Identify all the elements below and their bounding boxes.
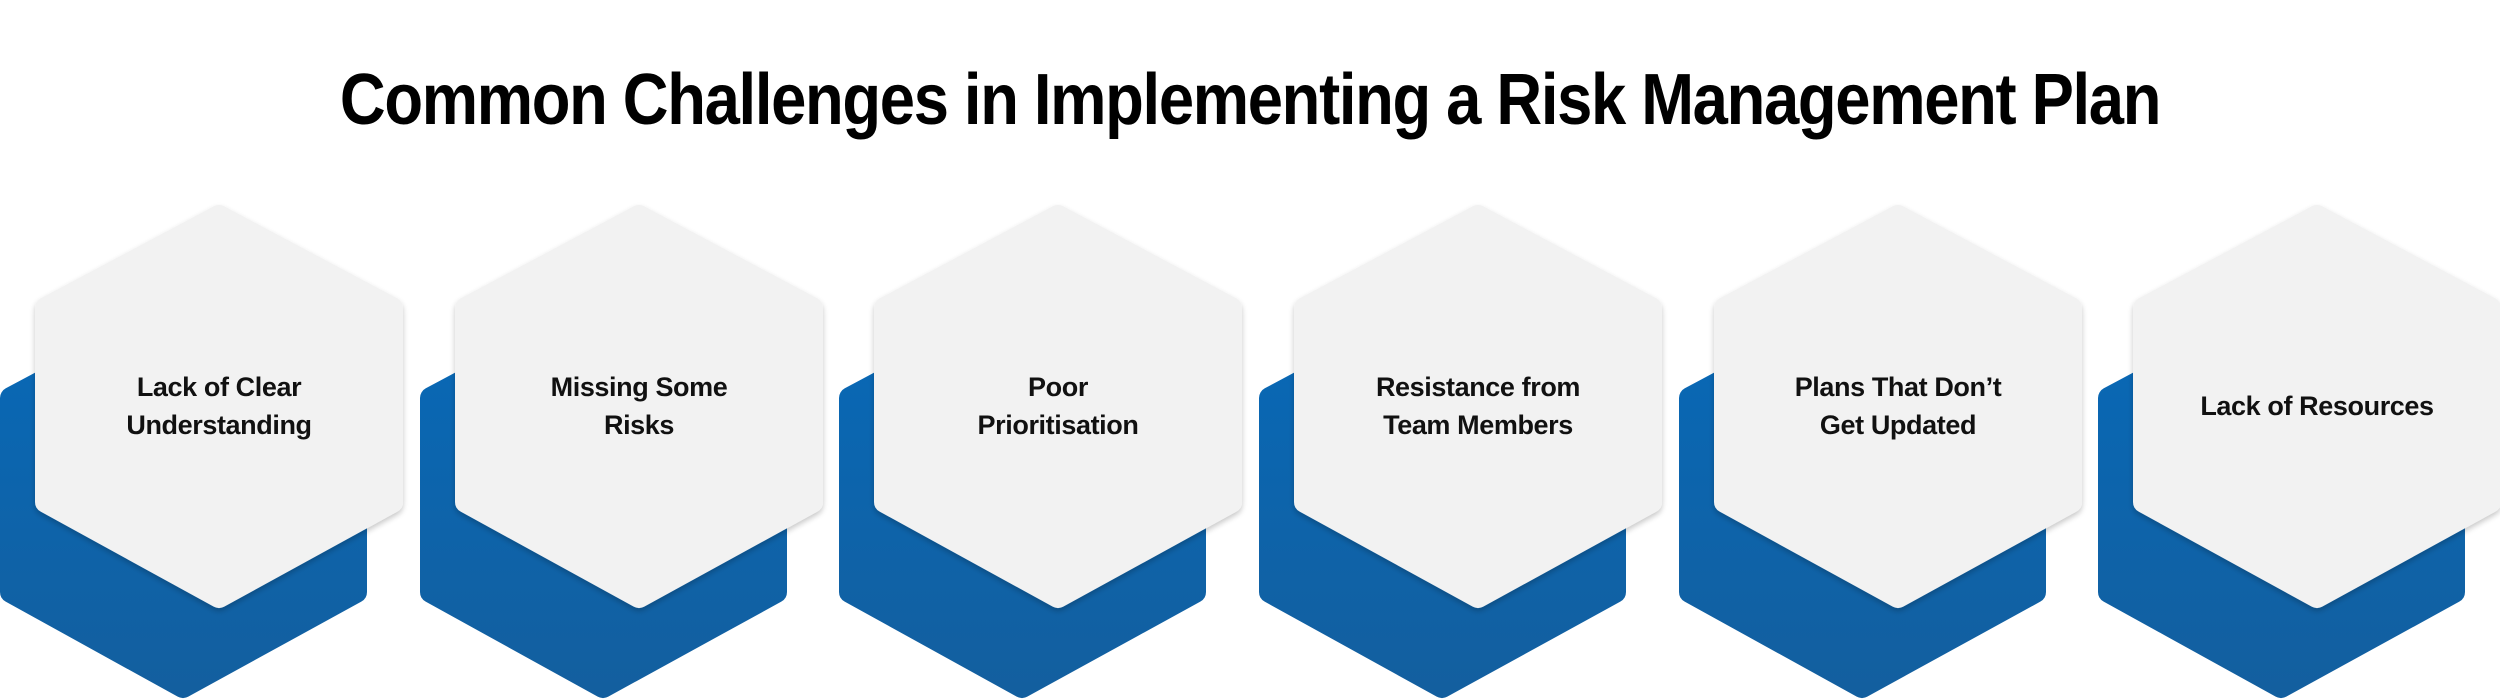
hexagon-icon xyxy=(1679,205,2082,698)
challenge-label: Plans That Don’t Get Updated xyxy=(1794,372,2002,440)
challenge-card-6: Lack of Resources xyxy=(2098,0,2500,699)
hexagon-icon xyxy=(420,205,823,698)
hexagon-icon xyxy=(0,205,403,698)
page-title: Common Challenges in Implementing a Risk… xyxy=(339,60,2162,141)
challenge-label: Poor Prioritisation xyxy=(977,372,1139,440)
challenge-card-1: Lack of Clear Understanding xyxy=(0,0,420,699)
challenge-label: Missing Some Risks xyxy=(550,372,728,440)
hexagon-icon xyxy=(2098,205,2500,698)
hexagon-icon xyxy=(1259,205,1662,698)
challenge-label: Lack of Resources xyxy=(2200,391,2434,421)
challenge-card-2: Missing Some Risks xyxy=(420,0,840,699)
challenge-card-5: Plans That Don’t Get Updated xyxy=(1679,0,2099,699)
challenge-card-3: Poor Prioritisation xyxy=(839,0,1259,699)
challenge-label: Lack of Clear Understanding xyxy=(126,372,312,440)
challenge-label: Resistance from Team Members xyxy=(1375,372,1581,440)
hexagon-icon xyxy=(839,205,1242,698)
challenge-card-4: Resistance from Team Members xyxy=(1259,0,1679,699)
